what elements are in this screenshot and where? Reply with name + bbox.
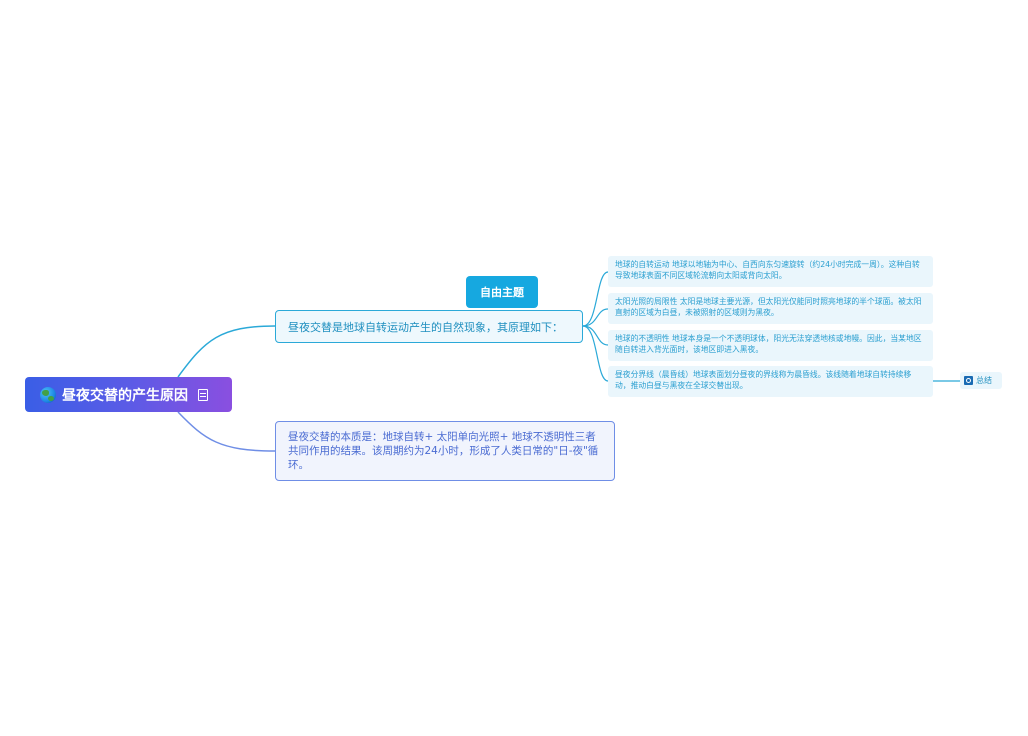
connector-root-branch2: [177, 411, 276, 452]
subtopic-terminator[interactable]: 昼夜分界线（晨昏线）地球表面划分昼夜的界线称为晨昏线。该线随着地球自转持续移动，…: [608, 366, 933, 397]
subtopic-rotation-text: 地球的自转运动 地球以地轴为中心、自西向东匀速旋转（约24小时完成一周）。这种自…: [615, 260, 920, 280]
globe-icon: [40, 386, 56, 403]
connector-branch1-leaf4: [582, 325, 609, 382]
summary-node[interactable]: 总结: [960, 372, 1002, 389]
connector-branch1-leaf1: [582, 271, 609, 327]
subtopic-opacity-text: 地球的不透明性 地球本身是一个不透明球体，阳光无法穿透地核或地幔。因此，当某地区…: [615, 334, 922, 354]
subtopic-terminator-text: 昼夜分界线（晨昏线）地球表面划分昼夜的界线称为晨昏线。该线随着地球自转持续移动，…: [615, 370, 912, 390]
summary-label: 总结: [976, 376, 992, 385]
free-topic-label: 自由主题: [480, 286, 524, 299]
branch-topic-essence[interactable]: 昼夜交替的本质是：地球自转+ 太阳单向光照+ 地球不透明性三者共同作用的结果。该…: [275, 421, 615, 481]
branch-topic-essence-text: 昼夜交替的本质是：地球自转+ 太阳单向光照+ 地球不透明性三者共同作用的结果。该…: [288, 431, 599, 471]
subtopic-sunlight-text: 太阳光照的局限性 太阳是地球主要光源，但太阳光仅能同时照亮地球的半个球面。被太阳…: [615, 297, 922, 317]
free-topic-tag[interactable]: 自由主题: [466, 276, 538, 308]
connector-root-branch1: [177, 325, 276, 378]
subtopic-sunlight[interactable]: 太阳光照的局限性 太阳是地球主要光源，但太阳光仅能同时照亮地球的半个球面。被太阳…: [608, 293, 933, 324]
summary-icon: [964, 376, 973, 385]
root-topic[interactable]: 昼夜交替的产生原因: [25, 377, 232, 412]
subtopic-rotation[interactable]: 地球的自转运动 地球以地轴为中心、自西向东匀速旋转（约24小时完成一周）。这种自…: [608, 256, 933, 287]
branch-topic-principle[interactable]: 昼夜交替是地球自转运动产生的自然现象，其原理如下：: [275, 310, 583, 343]
connector-branch1-leaf2: [582, 308, 609, 327]
subtopic-opacity[interactable]: 地球的不透明性 地球本身是一个不透明球体，阳光无法穿透地核或地幔。因此，当某地区…: [608, 330, 933, 361]
root-topic-label: 昼夜交替的产生原因: [62, 387, 188, 404]
connector-branch1-leaf3: [582, 325, 609, 346]
note-icon[interactable]: [198, 388, 208, 401]
branch-topic-principle-text: 昼夜交替是地球自转运动产生的自然现象，其原理如下：: [288, 320, 563, 334]
